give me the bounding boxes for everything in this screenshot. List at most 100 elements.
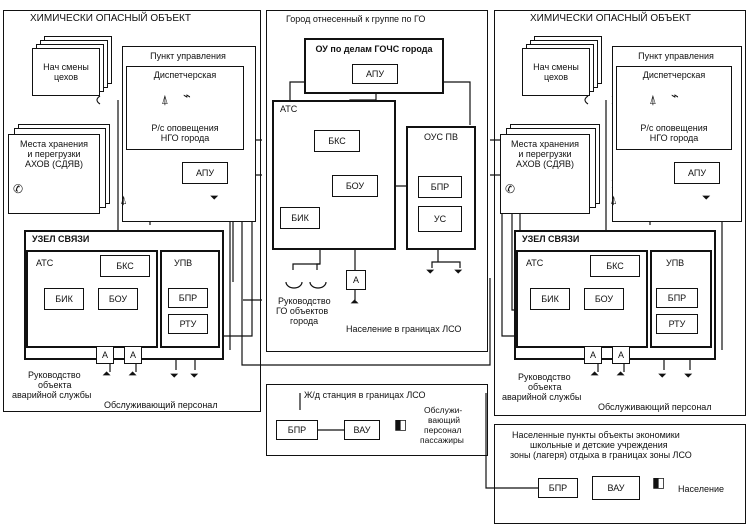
right-storage-label-1: Места хранения xyxy=(511,139,579,149)
city-ous-pv-label: ОУС ПВ xyxy=(424,132,458,142)
left-storage-box: Места хранения и перегрузки АХОВ (СДЯВ) … xyxy=(8,134,100,214)
settlements-title-2: школьные и детские учреждения xyxy=(530,440,668,450)
right-management-1: Руководство xyxy=(518,372,571,382)
railway-title: Ж/д станция в границах ЛСО xyxy=(304,390,426,400)
left-ats-label: АТС xyxy=(36,258,54,268)
left-control-point-label: Пункт управления xyxy=(150,51,226,61)
left-speaker-2: ⏶ xyxy=(128,368,137,380)
left-speaker-1: ⏶ xyxy=(102,368,111,380)
left-service-staff: Обслуживающий персонал xyxy=(104,400,218,410)
left-apu-box: АПУ xyxy=(182,162,228,184)
right-management-2: объекта xyxy=(528,382,562,392)
telephone-icon: ✆ xyxy=(13,182,24,196)
right-ats-label: АТС xyxy=(526,258,544,268)
right-speaker-3: ⏷ xyxy=(658,370,667,382)
left-comm-node-label: УЗЕЛ СВЯЗИ xyxy=(32,234,90,244)
railway-staff-4: пассажиры xyxy=(420,435,464,445)
left-loudspeaker-icon: ⏷ xyxy=(210,192,219,204)
telephone-icon: ✆ xyxy=(505,182,516,196)
railway-vau-box: ВАУ xyxy=(344,420,380,440)
right-management-3: аварийной службы xyxy=(502,392,582,402)
left-amp-a-2: А xyxy=(124,346,142,364)
radio-transmitter-icon: ⌁ xyxy=(671,88,679,103)
right-microphone-icon: ⍋ xyxy=(610,193,618,207)
left-upv-label: УПВ xyxy=(174,258,193,268)
right-speaker-4: ⏷ xyxy=(684,370,693,382)
right-amp-a-2: А xyxy=(612,346,630,364)
city-speaker-2: ⏷ xyxy=(454,266,463,278)
right-speaker-2: ⏶ xyxy=(616,368,625,380)
right-rs-warning-1: Р/с оповещения xyxy=(640,123,708,133)
city-title: Город отнесенный к группе по ГО xyxy=(286,14,426,24)
city-ou-box: ОУ по делам ГОЧС города xyxy=(304,38,444,94)
left-microphone-icon: ⍋ xyxy=(120,193,128,207)
right-storage-box: Места хранения и перегрузки АХОВ (СДЯВ) … xyxy=(500,134,590,214)
left-rs-warning-2: НГО города xyxy=(160,133,210,143)
right-rs-warning-2: НГО города xyxy=(649,133,699,143)
left-hazard-object-frame xyxy=(3,10,261,412)
right-speaker-1: ⏶ xyxy=(590,368,599,380)
city-population: Население в границах ЛСО xyxy=(346,324,462,334)
left-dispatcher-box: Диспетчерская ⍋ ⌁ Р/с оповещения НГО гор… xyxy=(126,66,244,150)
right-bpr-box: БПР xyxy=(656,288,698,308)
left-speaker-3: ⏷ xyxy=(170,370,179,382)
radio-transmitter-icon: ⌁ xyxy=(183,88,191,103)
left-storage-label-3: АХОВ (СДЯВ) xyxy=(24,159,84,169)
railway-frame xyxy=(266,384,488,456)
settlements-frame xyxy=(494,424,746,524)
city-management-3: города xyxy=(290,316,319,326)
city-bou-box: БОУ xyxy=(332,175,378,197)
antenna-icon: ⍋ xyxy=(161,92,169,107)
left-amp-a-1: А xyxy=(96,346,114,364)
city-ou-label: ОУ по делам ГОЧС города xyxy=(315,44,433,54)
railway-staff-3: персонал xyxy=(424,425,462,435)
left-bik-box: БИК xyxy=(44,288,84,310)
left-bpr-box: БПР xyxy=(168,288,208,308)
city-management-1: Руководство xyxy=(278,296,331,306)
city-management-2: ГО объектов xyxy=(276,306,329,316)
railway-loudspeaker-icon: ◧ xyxy=(394,416,408,432)
right-apu-box: АПУ xyxy=(674,162,720,184)
left-bou-box: БОУ xyxy=(98,288,138,310)
left-management-2: объекта xyxy=(38,380,72,390)
settlements-vau-box: ВАУ xyxy=(592,476,640,500)
right-rtu-box: РТУ xyxy=(656,314,698,334)
right-storage-label-2: и перегрузки xyxy=(518,149,572,159)
city-amp-a: А xyxy=(346,270,366,290)
right-control-point-label: Пункт управления xyxy=(638,51,714,61)
city-speaker-3: ⏶ xyxy=(350,296,359,308)
settlements-bpr-box: БПР xyxy=(538,478,578,498)
settlements-title-3: зоны (лагеря) отдыха в границах зоны ЛСО xyxy=(510,450,692,460)
right-dispatcher-box: Диспетчерская ⍋ ⌁ Р/с оповещения НГО гор… xyxy=(616,66,732,150)
right-upv-label: УПВ xyxy=(666,258,685,268)
right-service-staff: Обслуживающий персонал xyxy=(598,402,712,412)
right-bou-box: БОУ xyxy=(584,288,624,310)
city-ats-label: АТС xyxy=(280,104,298,114)
railway-staff-2: вающий xyxy=(428,415,461,425)
right-object-title: ХИМИЧЕСКИ ОПАСНЫЙ ОБЪЕКТ xyxy=(530,13,691,24)
settlements-title-1: Населенные пункты объекты экономики xyxy=(512,430,680,440)
railway-bpr-box: БПР xyxy=(276,420,318,440)
city-speaker-1: ⏷ xyxy=(426,266,435,278)
antenna-icon: ⍋ xyxy=(649,92,657,107)
right-hazard-object-frame xyxy=(494,10,746,416)
left-storage-label-1: Места хранения xyxy=(20,139,88,149)
left-management-3: аварийной службы xyxy=(12,390,92,400)
left-dispatcher-label: Диспетчерская xyxy=(153,70,217,80)
right-dispatcher-label: Диспетчерская xyxy=(642,70,706,80)
city-bks-box: БКС xyxy=(314,130,360,152)
left-rs-warning-1: Р/с оповещения xyxy=(151,123,219,133)
city-bik-box: БИК xyxy=(280,207,320,229)
city-frame xyxy=(266,10,488,352)
left-rtu-box: РТУ xyxy=(168,314,208,334)
city-bpr-box: БПР xyxy=(418,176,462,198)
railway-staff-1: Обслужи- xyxy=(424,405,463,415)
settlements-loudspeaker-icon: ◧ xyxy=(652,474,666,490)
right-amp-a-1: А xyxy=(584,346,602,364)
left-bks-box: БКС xyxy=(100,255,150,277)
left-management-1: Руководство xyxy=(28,370,81,380)
left-object-title: ХИМИЧЕСКИ ОПАСНЫЙ ОБЪЕКТ xyxy=(30,13,191,24)
right-bks-box: БКС xyxy=(590,255,640,277)
right-storage-label-3: АХОВ (СДЯВ) xyxy=(515,159,575,169)
